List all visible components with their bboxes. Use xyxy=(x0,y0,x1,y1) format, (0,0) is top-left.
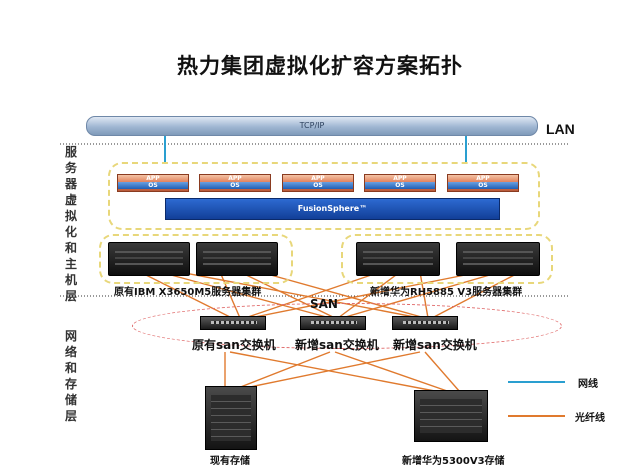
san-label: SAN xyxy=(310,297,338,311)
server-group-huawei xyxy=(341,234,553,284)
vm-os-label: OS xyxy=(118,182,188,189)
storage-label-huawei: 新增华为5300V3存储 xyxy=(402,456,505,467)
vm-app-label: APP xyxy=(311,175,325,182)
lan-label: LAN xyxy=(546,121,575,137)
vm-app-label: APP xyxy=(476,175,490,182)
tcp-ip-bus: TCP/IP xyxy=(86,116,538,136)
storage-label-existing: 现有存储 xyxy=(210,456,250,467)
fiber-group-storage xyxy=(224,351,461,393)
switch-label: 新增san交换机 xyxy=(393,338,477,352)
server-group-ibm xyxy=(99,234,293,284)
legend-label-fiber: 光纤线 xyxy=(575,413,605,424)
vm-app-label: APP xyxy=(228,175,242,182)
vm-os-label: OS xyxy=(448,182,518,189)
vm-os-label: OS xyxy=(365,182,435,189)
san-switch xyxy=(200,316,266,330)
legend-label-network: 网线 xyxy=(578,379,598,390)
server-rack xyxy=(108,242,190,276)
server-rack xyxy=(196,242,278,276)
vm-os-label: OS xyxy=(200,182,270,189)
vm-os-label: OS xyxy=(283,182,353,189)
san-switch xyxy=(300,316,366,330)
san-switch xyxy=(392,316,458,330)
section-label-host: 服务器虚拟化和主机层 xyxy=(64,145,77,303)
storage-existing xyxy=(205,386,257,450)
virtualization-group xyxy=(108,162,540,230)
server-group-label-huawei: 新增华为RH5885 V3服务器集群 xyxy=(370,287,523,298)
server-rack xyxy=(356,242,440,276)
san-zone xyxy=(132,303,562,349)
switch-label: 原有san交换机 xyxy=(192,338,276,352)
page-title: 热力集团虚拟化扩容方案拓扑 xyxy=(177,53,463,78)
server-rack xyxy=(456,242,540,276)
fusionsphere-platform: FusionSphere™ xyxy=(165,198,500,220)
vm-app-label: APP xyxy=(146,175,160,182)
server-group-label-ibm: 原有IBM X3650M5服务器集群 xyxy=(114,287,262,298)
vm-app-label: APP xyxy=(393,175,407,182)
switch-label: 新增san交换机 xyxy=(295,338,379,352)
section-label-storage: 网络和存储层 xyxy=(64,329,77,423)
storage-huawei xyxy=(414,390,488,442)
